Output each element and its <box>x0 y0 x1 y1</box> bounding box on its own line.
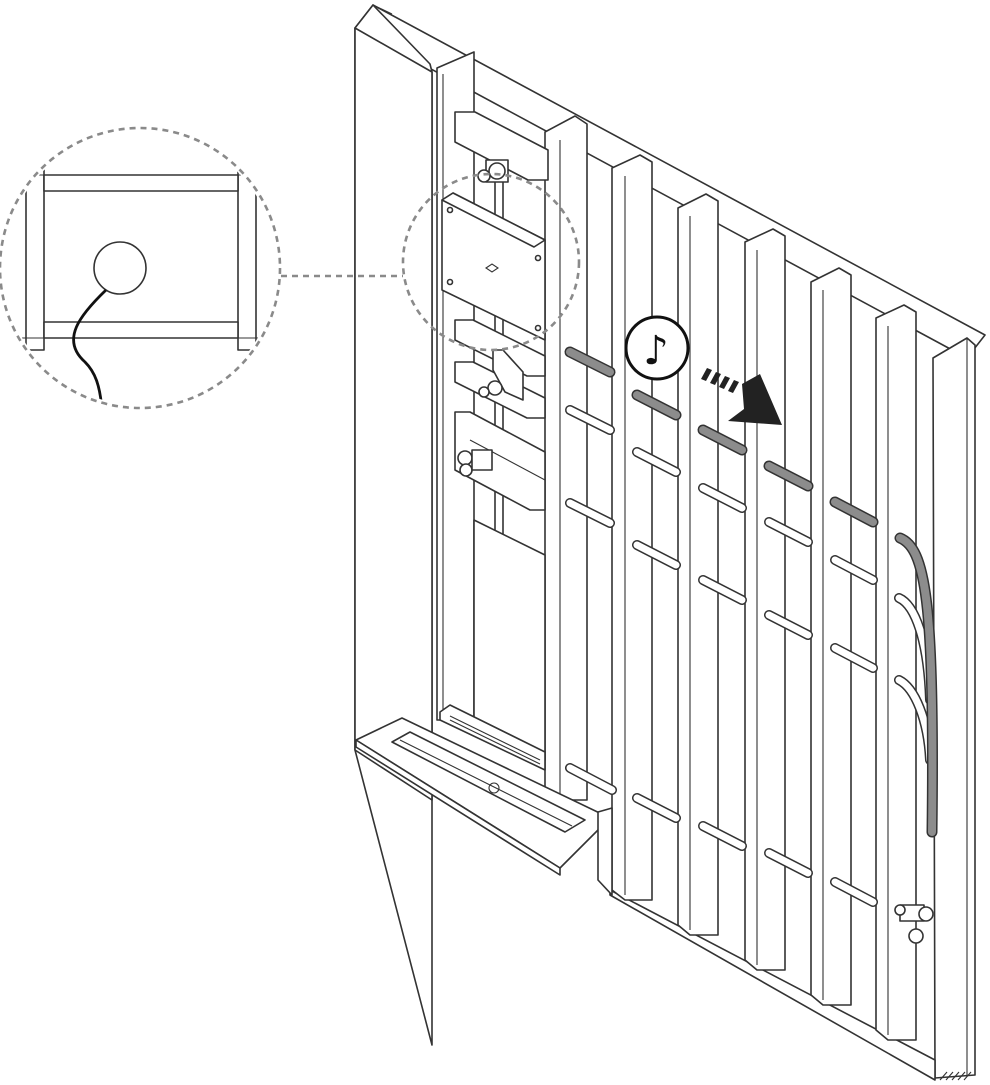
white-pipes <box>565 405 935 907</box>
middle-crossbar-1 <box>454 319 546 377</box>
music-note-icon: ♪ <box>624 315 690 381</box>
niche-installation <box>441 111 549 761</box>
zoom-content <box>3 159 277 405</box>
upper-crossbar <box>454 111 549 181</box>
studs <box>544 115 917 1041</box>
mixer-bracket <box>478 349 524 401</box>
drain-tray <box>355 704 613 896</box>
speaker-outlet <box>93 241 147 295</box>
bottom-hatch <box>939 1071 972 1081</box>
arrow-icon <box>701 368 782 425</box>
highlight-circle <box>401 172 581 352</box>
zoom-circle <box>0 126 282 410</box>
control-logo <box>485 263 499 273</box>
drain-channel <box>391 731 586 833</box>
stud-1 <box>544 115 588 801</box>
top-valve <box>477 159 509 183</box>
lower-bracket <box>454 411 546 511</box>
gray-cable-pipe <box>564 346 939 838</box>
bottom-right-valve <box>894 904 934 944</box>
wall-frame <box>354 4 986 1081</box>
stud-6 <box>875 304 917 1041</box>
right-post <box>932 337 976 1079</box>
stud-2 <box>611 154 653 901</box>
drain-end-cap <box>597 807 613 896</box>
stud-5 <box>810 267 852 1006</box>
left-post-face <box>354 27 433 801</box>
lower-fittings <box>457 449 493 477</box>
stud-3 <box>677 193 719 936</box>
music-note-glyph: ♪ <box>643 328 669 374</box>
detail-callout <box>0 126 581 410</box>
grate-slots <box>449 715 541 765</box>
speaker-cable <box>72 288 107 405</box>
